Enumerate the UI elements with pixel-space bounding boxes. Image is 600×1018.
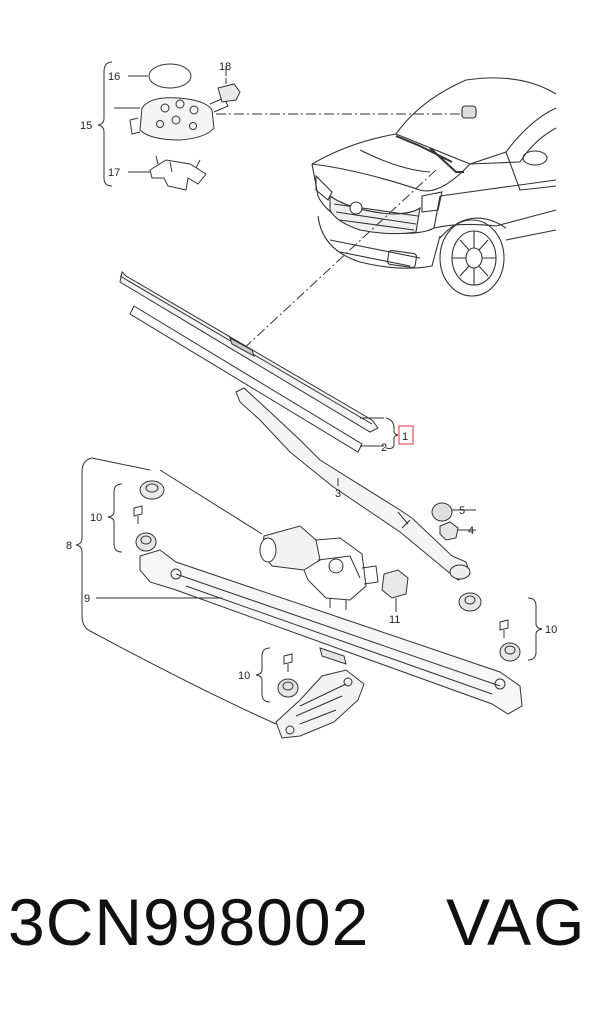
- callout-2: 2: [381, 442, 387, 454]
- wiper-system-exploded-diagram: 16 18 15 17 1 2 3 5 4 10 8 9 11 10 10: [66, 61, 557, 739]
- callout-3: 3: [335, 488, 341, 500]
- grommet-lower-left: [277, 678, 299, 698]
- motor-connector: [381, 569, 409, 612]
- wiper-arm-nut: [439, 521, 476, 541]
- callout-labels: 16 18 15 17 1 2 3 5 4 10 8 9 11 10 10: [66, 61, 557, 682]
- callout-5: 5: [459, 505, 465, 517]
- brand-label: VAG: [446, 885, 587, 959]
- screw-right: [499, 619, 509, 638]
- callout-15: 15: [80, 120, 92, 132]
- callout-10-upper-left: 10: [90, 512, 102, 524]
- sensor-seal-ring: [148, 63, 192, 89]
- callout-16: 16: [108, 71, 120, 83]
- callout-9: 9: [84, 593, 90, 605]
- grommet-mid-left: [135, 532, 157, 552]
- highlight-box-1: [398, 425, 414, 445]
- wiper-blade-assembly: [119, 270, 414, 453]
- sensor-bracket: [149, 155, 207, 191]
- rain-light-sensor: [129, 97, 229, 141]
- grommet-upper-left: [139, 480, 165, 500]
- callout-17: 17: [108, 167, 120, 179]
- wiper-linkage: [139, 549, 523, 715]
- callout-18: 18: [219, 61, 231, 73]
- grommet-right-upper: [458, 592, 482, 612]
- wiper-arm: [235, 387, 471, 581]
- sensor-connector: [217, 78, 241, 103]
- callout-10-lower-left: 10: [238, 670, 250, 682]
- callout-1: 1: [402, 431, 408, 443]
- vehicle-illustration: [311, 77, 557, 297]
- callout-11: 11: [389, 614, 400, 626]
- grommet-right-lower: [499, 642, 521, 662]
- screw-upper-left: [133, 505, 143, 524]
- wiper-arm-cap: [431, 502, 476, 522]
- callout-8: 8: [66, 540, 72, 552]
- wiper-motor: [259, 525, 379, 610]
- rain-sensor-group: [97, 61, 460, 191]
- part-number: 3CN998002: [8, 885, 370, 959]
- callout-10-right: 10: [545, 624, 557, 636]
- screw-lower-left: [283, 653, 293, 672]
- motor-mounting-bracket: [275, 669, 365, 739]
- callout-4: 4: [468, 525, 474, 537]
- front-wheel: [439, 217, 507, 297]
